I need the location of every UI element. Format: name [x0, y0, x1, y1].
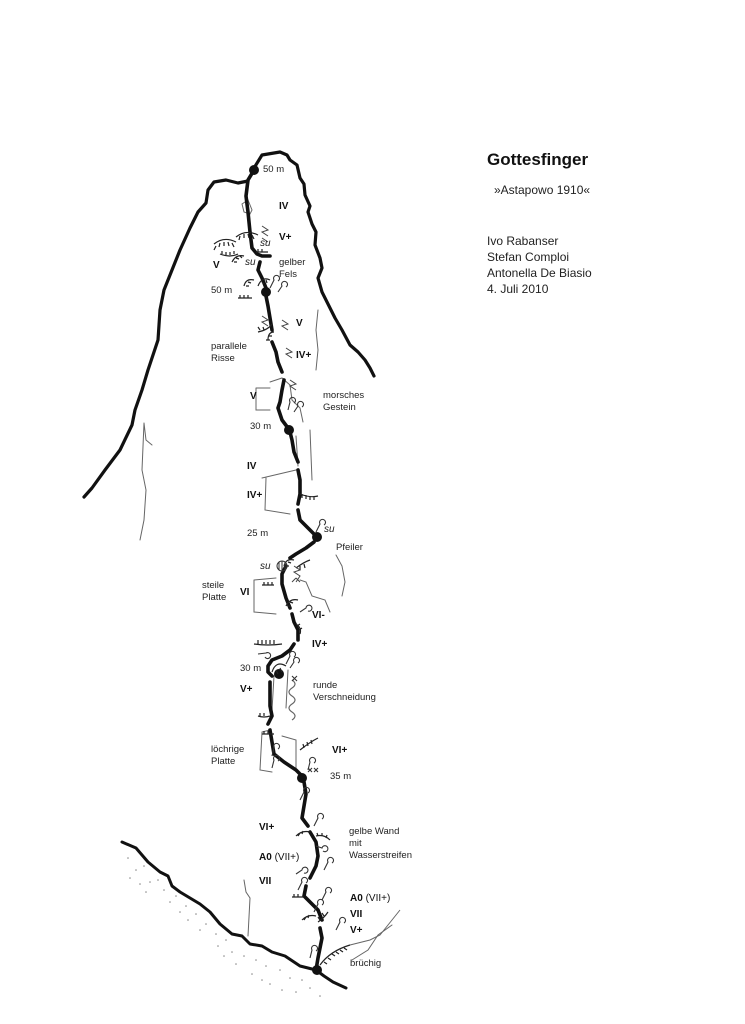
belay-2: [261, 287, 271, 297]
grade-label: V: [296, 318, 303, 329]
grade-label: VI+: [259, 822, 275, 833]
grade-label: VI-: [312, 610, 325, 621]
sling-label: su: [260, 561, 271, 572]
author-1: Ivo Rabanser: [487, 234, 559, 248]
grade-label: VII: [259, 876, 272, 887]
ground-line: [120, 840, 348, 990]
pitch-length-1: 50 m: [263, 164, 285, 175]
grade-free: (VII+): [365, 893, 391, 904]
grade-label: IV: [279, 201, 289, 212]
topo-title: Gottesfinger: [487, 150, 589, 169]
belay-3: [284, 425, 294, 435]
grade-label: V+: [279, 232, 292, 243]
grade-label: IV: [247, 461, 257, 472]
pitch-length-5: 30 m: [240, 663, 262, 674]
first-ascent-info: Ivo Rabanser Stefan Comploi Antonella De…: [487, 233, 592, 297]
grade-label: V: [250, 391, 257, 402]
sling-label: su: [324, 524, 335, 535]
belay-1: [249, 165, 259, 175]
pitch-length-2: 50 m: [211, 285, 233, 296]
rock-detail-lines: [139, 199, 393, 961]
route-line: [244, 168, 324, 972]
belay-stations: [249, 165, 322, 975]
talus-dots: [127, 857, 321, 997]
grade-aid: A0: [259, 852, 272, 863]
mountain-outline: [82, 150, 376, 499]
grade-label-a0: A0 (VII+): [259, 852, 299, 863]
grade-label: IV+: [312, 639, 328, 650]
grade-label: IV+: [247, 490, 263, 501]
grade-label: V+: [350, 925, 363, 936]
grade-label: VI: [240, 587, 250, 598]
pitch-length-4: 25 m: [247, 528, 269, 539]
grade-label: IV+: [296, 350, 312, 361]
grade-aid: A0: [350, 893, 363, 904]
grade-label: VI+: [332, 745, 348, 756]
grade-label: VII: [350, 909, 363, 920]
pitch-length-6: 35 m: [330, 771, 352, 782]
belay-4: [312, 532, 322, 542]
grade-label: V: [213, 260, 220, 271]
route-name: »Astapowo 1910«: [494, 183, 591, 197]
sling-label: su: [260, 238, 271, 249]
grade-free: (VII+): [274, 852, 300, 863]
belay-6: [297, 773, 307, 783]
hatched-stance: [276, 560, 288, 572]
piton-symbols: [257, 274, 347, 959]
crack-symbols: [260, 225, 302, 583]
x-marks: [291, 675, 319, 773]
belay-5: [274, 669, 284, 679]
overhang-symbols: [213, 231, 351, 966]
annotation-bruechig: brüchig: [350, 958, 382, 969]
right-base-line: [349, 909, 401, 946]
stance-markers: [238, 249, 304, 898]
author-2: Stefan Comploi: [487, 250, 570, 264]
grade-label-a0: A0 (VII+): [350, 893, 390, 904]
dihedral-wave: [288, 679, 296, 721]
pitch-length-3: 30 m: [250, 421, 272, 432]
sling-label: su: [245, 257, 256, 268]
annotation-pfeiler: Pfeiler: [336, 542, 363, 553]
ascent-date: 4. Juli 2010: [487, 282, 549, 296]
belay-7: [312, 965, 322, 975]
grade-label: V+: [240, 684, 253, 695]
author-3: Antonella De Biasio: [487, 266, 592, 280]
